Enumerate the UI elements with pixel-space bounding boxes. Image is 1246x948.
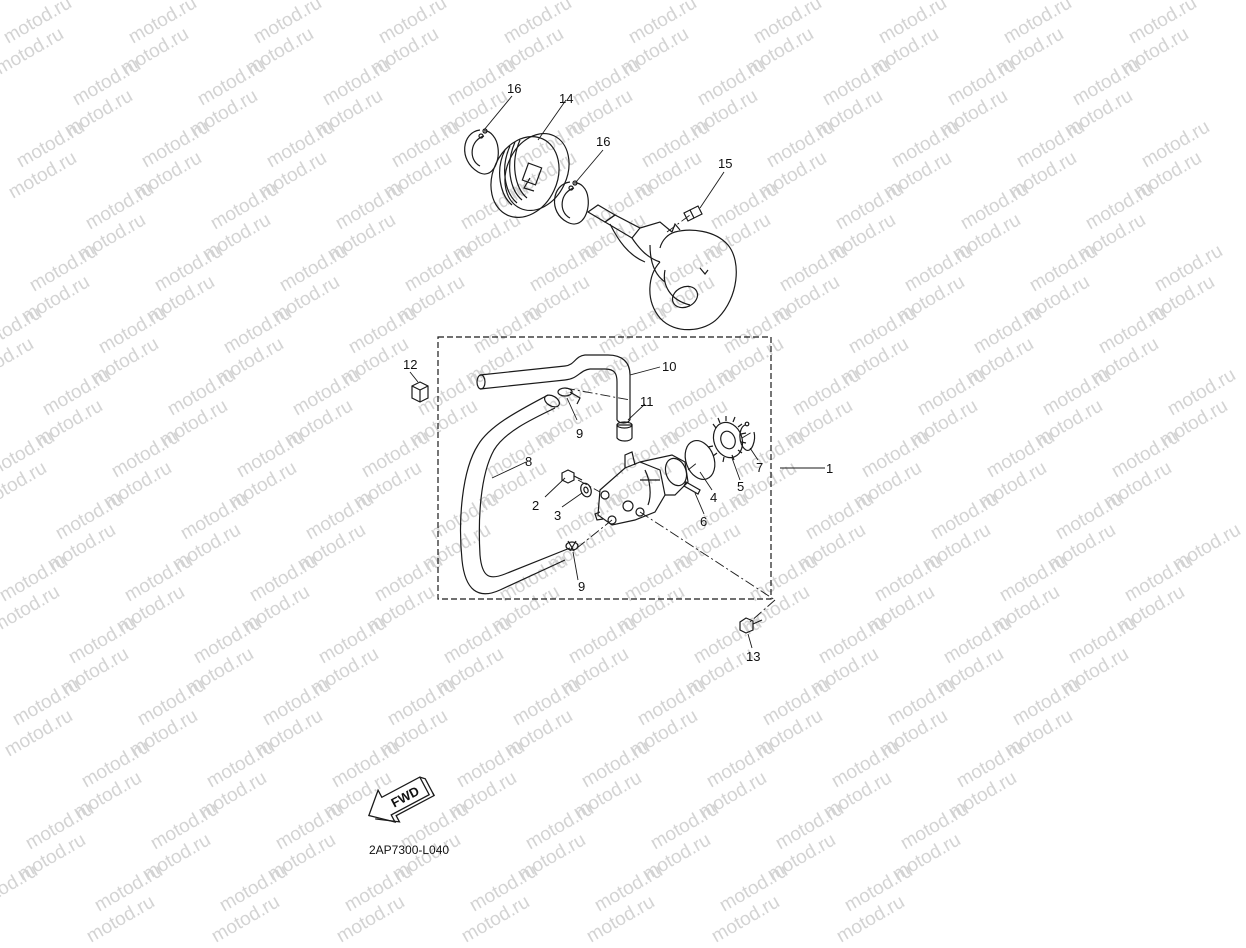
- circlip-16-right: [553, 180, 589, 225]
- circlip-16-left: [464, 128, 499, 175]
- callout-13: 13: [746, 649, 760, 664]
- fwd-arrow: FWD: [368, 776, 436, 823]
- callout-8: 8: [525, 454, 532, 469]
- callout-9-upper: 9: [576, 426, 583, 441]
- gear-5: [707, 416, 747, 463]
- nut-12: [411, 381, 429, 403]
- hose-8: [459, 394, 571, 595]
- oil-pump-body: [594, 451, 689, 526]
- hose-10: [476, 354, 631, 424]
- diagram-code: 2AP7300-L040: [369, 843, 450, 857]
- crankshaft: [586, 204, 737, 331]
- callout-10: 10: [662, 359, 676, 374]
- callout-3: 3: [554, 508, 561, 523]
- circlip-7: [739, 421, 756, 452]
- sleeve-11: [616, 421, 633, 442]
- leader-lines: [409, 95, 825, 649]
- pin-15: [683, 205, 703, 222]
- clip-9-lower: [565, 540, 579, 552]
- callout-labels: 1 2 3 4 5 6 7 8 9 9 10 11 12 13 14 15 16…: [403, 81, 833, 664]
- callout-12: 12: [403, 357, 417, 372]
- bolt-2: [561, 469, 583, 484]
- callout-6: 6: [700, 514, 707, 529]
- callout-14: 14: [559, 91, 573, 106]
- assembly-box: [437, 336, 772, 600]
- bolt-13: [739, 617, 763, 634]
- callout-5: 5: [737, 479, 744, 494]
- pulley-14: [490, 132, 570, 218]
- callout-11: 11: [640, 394, 654, 409]
- callout-7: 7: [756, 460, 763, 475]
- pin-6: [683, 481, 701, 495]
- callout-16-right: 16: [596, 134, 610, 149]
- callout-16-left: 16: [507, 81, 521, 96]
- callout-9-lower: 9: [578, 579, 585, 594]
- callout-2: 2: [532, 498, 539, 513]
- callout-4: 4: [710, 490, 717, 505]
- callout-15: 15: [718, 156, 732, 171]
- centerlines: [564, 214, 776, 623]
- callout-1: 1: [826, 461, 833, 476]
